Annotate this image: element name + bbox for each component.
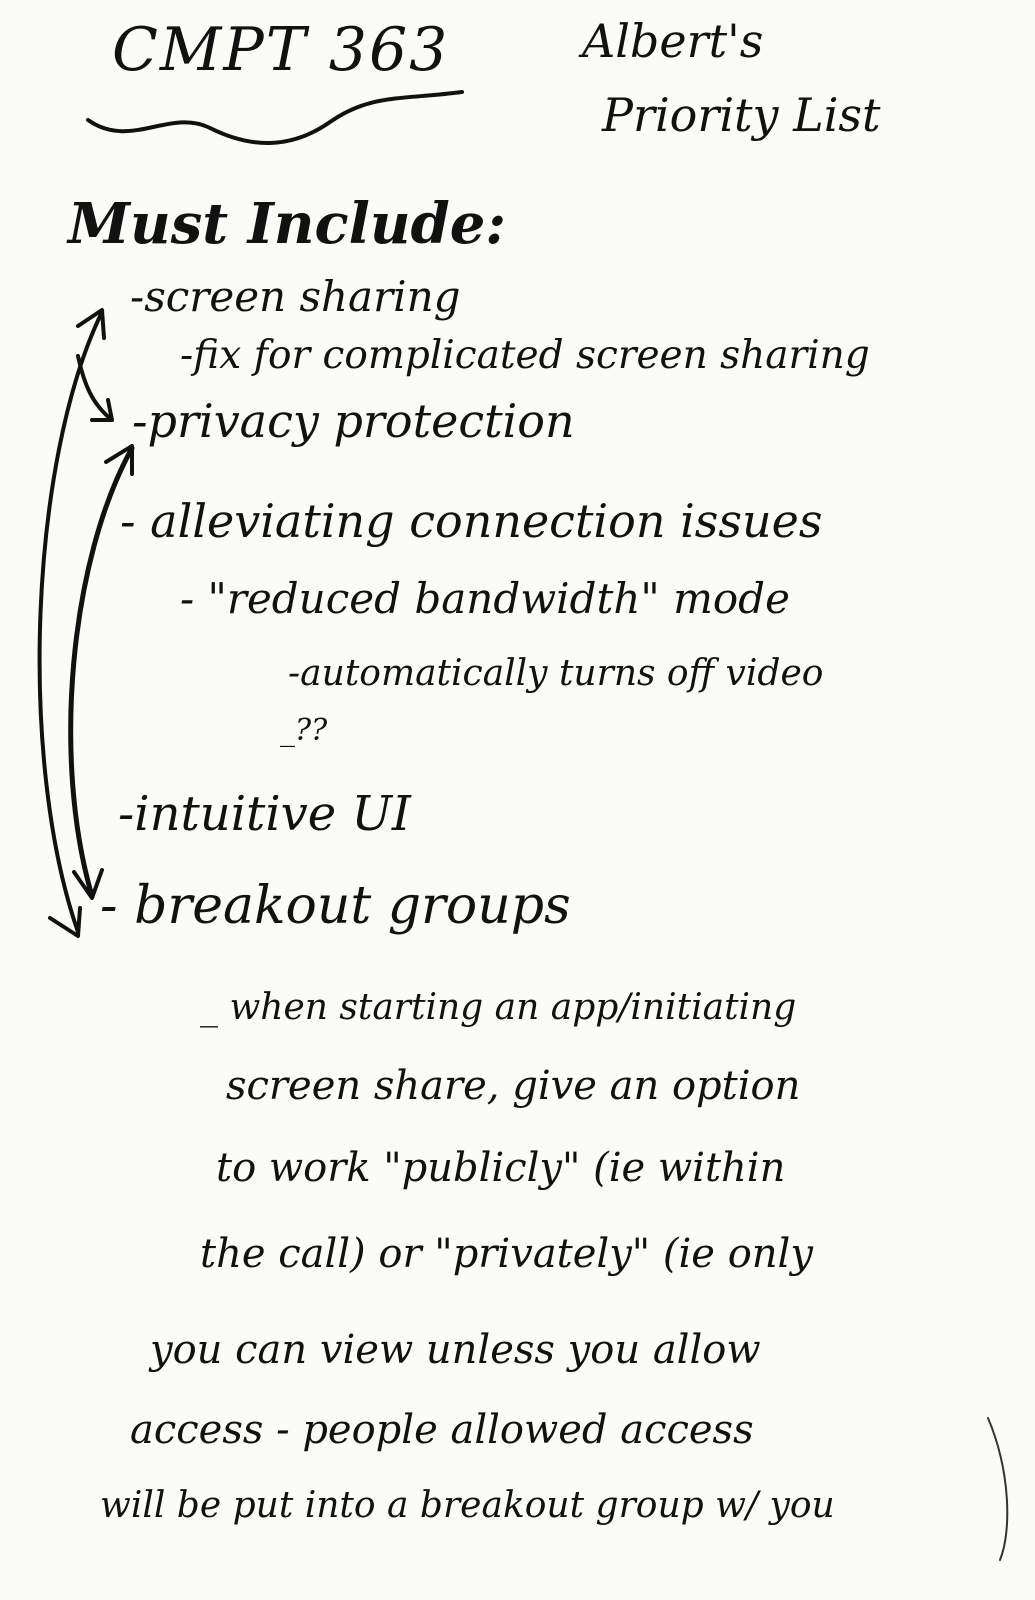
list-item-intuitive-ui: -intuitive UI (118, 786, 411, 842)
arrow-head-privacy-top (104, 444, 134, 476)
list-item-screen-sharing: -screen sharing (130, 272, 461, 321)
arrow-privacy-to-breakout (68, 445, 135, 899)
list-item-breakout-groups: - breakout groups (100, 876, 571, 936)
list-subitem-screen-sharing-fix: -fix for complicated screen sharing (180, 333, 870, 378)
arrow-screen-to-privacy (76, 354, 114, 422)
list-subsubitem-unknown: _?? (280, 713, 328, 748)
list-subitem-reduced-bandwidth: - "reduced bandwidth" mode (180, 574, 790, 623)
list-item-privacy-protection: -privacy protection (132, 394, 575, 448)
title-line-1: Albert's (582, 14, 764, 68)
breakout-note-line: you can view unless you allow (150, 1327, 761, 1373)
breakout-note-line: _ when starting an app/initiating (200, 987, 797, 1028)
breakout-note-line: access - people allowed access (130, 1407, 754, 1453)
arrow-head-privacy (90, 398, 114, 422)
course-code: CMPT 363 (112, 15, 450, 85)
breakout-note-line: to work "publicly" (ie within (216, 1145, 786, 1191)
course-underline (86, 90, 464, 145)
arrow-head-breakout-inner (72, 868, 104, 900)
arrow-head-breakout-outer (48, 906, 82, 938)
breakout-note-line: will be put into a breakout group w/ you (100, 1485, 835, 1526)
arrow-screen-to-breakout (37, 310, 104, 934)
breakout-note-line: the call) or "privately" (ie only (200, 1231, 813, 1277)
section-heading: Must Include: (68, 191, 507, 257)
list-item-connection-issues: - alleviating connection issues (120, 494, 823, 548)
arrow-head-screen (76, 308, 106, 340)
paper-edge-mark (987, 1417, 1009, 1561)
title-line-2: Priority List (602, 88, 881, 142)
breakout-note-line: screen share, give an option (226, 1063, 801, 1109)
list-subsubitem-video-off: -automatically turns off video (288, 653, 824, 694)
